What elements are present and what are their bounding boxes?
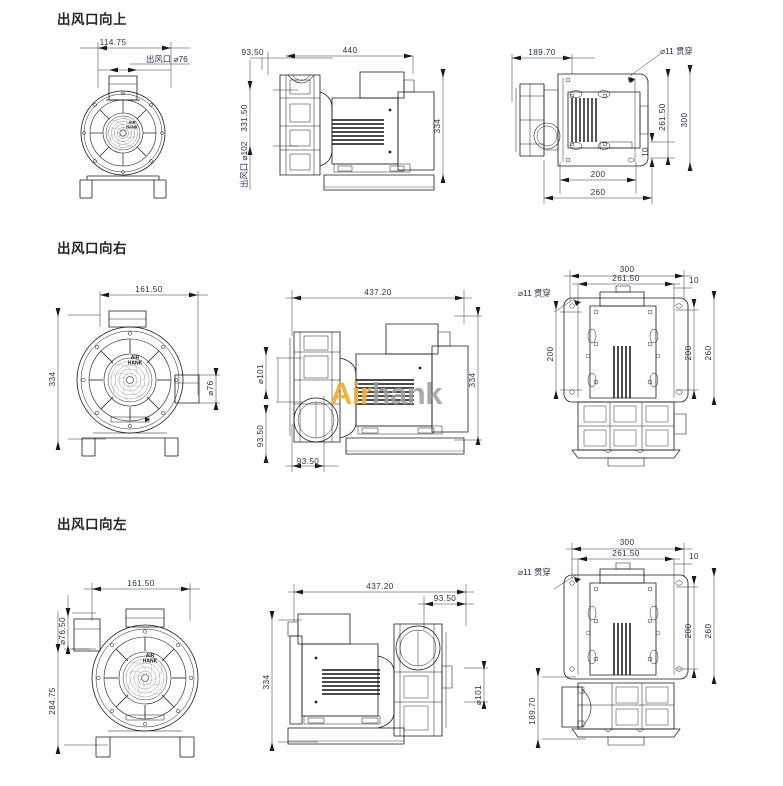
dim-300: 300 xyxy=(620,538,635,547)
dim-260: 260 xyxy=(704,624,713,639)
dim-331-50: 331.50 xyxy=(240,104,249,131)
view-outlet-left-top: 300 261.50 10 ⌀11 贯穿 200 260 189.70 xyxy=(516,533,771,758)
dim-300: 300 xyxy=(620,265,635,274)
dim-334: 334 xyxy=(48,372,57,387)
logo-air: AIR xyxy=(131,355,140,361)
view-outlet-right-top: 300 261.50 10 ⌀11 贯穿 200 200 260 xyxy=(516,258,771,478)
dim-114-75: 114.75 xyxy=(100,38,127,47)
dim-101: ⌀101 xyxy=(256,364,265,384)
dim-76-50: ⌀76.50 xyxy=(58,617,67,645)
dim-200: 200 xyxy=(684,624,693,639)
dim-161-50: 161.50 xyxy=(127,579,154,588)
dim-hole-11: ⌀11 贯穿 xyxy=(518,288,551,298)
dim-200-right: 200 xyxy=(684,346,693,361)
dim-93-50: 93.50 xyxy=(242,48,265,57)
dim-300: 300 xyxy=(680,113,689,128)
dim-76: ⌀76 xyxy=(206,380,215,395)
section-title-outlet-right: 出风口向右 xyxy=(57,241,127,256)
dim-260: 260 xyxy=(591,188,606,197)
dim-284-75: 284.75 xyxy=(48,687,57,714)
dim-261-50: 261.50 xyxy=(658,103,667,130)
dim-93-50: 93.50 xyxy=(434,594,457,603)
dim-161-50: 161.50 xyxy=(135,285,162,294)
dim-437-20: 437.20 xyxy=(364,288,391,297)
view-outlet-up-front: 114.75 出风口 ⌀76 AIR HANK xyxy=(40,28,240,208)
dim-437-20: 437.20 xyxy=(366,582,393,591)
dim-10: 10 xyxy=(689,276,699,285)
logo-hank: HANK xyxy=(128,361,143,367)
dim-334: 334 xyxy=(468,373,477,388)
view-outlet-up-side: 440 93.50 331.50 334 出风口 ⌀102 xyxy=(238,30,468,210)
dim-261-50: 261.50 xyxy=(612,274,639,283)
dim-440: 440 xyxy=(343,46,358,55)
dim-261-50: 261.50 xyxy=(612,549,639,558)
dim-334: 334 xyxy=(262,675,271,690)
view-outlet-right-side: 437.20 334 93.50 xyxy=(268,276,498,476)
logo-air: AIR xyxy=(128,120,135,125)
view-outlet-right-front-dims: ⌀101 93.50 xyxy=(244,347,284,468)
view-outlet-up-top: 189.70 ⌀11 贯穿 261.50 300 10 200 260 xyxy=(500,32,760,212)
logo-hank: HANK xyxy=(126,125,138,130)
dim-10: 10 xyxy=(689,552,699,561)
dim-10: 10 xyxy=(641,147,650,157)
dim-260: 260 xyxy=(704,346,713,361)
section-title-outlet-left: 出风口向左 xyxy=(57,517,127,532)
view-outlet-left-front: 161.50 ⌀76.50 284.75 AIR HANK xyxy=(38,565,253,765)
dim-outlet-102: 出风口 ⌀102 xyxy=(239,141,249,188)
section-title-outlet-up: 出风口向上 xyxy=(57,12,127,27)
view-outlet-right-front: 161.50 334 ⌀76 AIR HANK xyxy=(38,275,253,465)
dim-hole-11: ⌀11 贯穿 xyxy=(518,567,551,577)
dim-189-70: 189.70 xyxy=(528,697,537,724)
dim-hole-11: ⌀11 贯穿 xyxy=(660,46,693,56)
dim-93-50-v: 93.50 xyxy=(256,425,265,448)
dim-outlet-76: 出风口 ⌀76 xyxy=(146,54,188,64)
dim-101: ⌀101 xyxy=(474,685,483,705)
dim-200-left: 200 xyxy=(546,347,555,362)
dim-189-70: 189.70 xyxy=(528,48,555,57)
logo-hank: HANK xyxy=(143,659,158,665)
view-outlet-left-side: 437.20 93.50 334 ⌀101 xyxy=(258,570,498,765)
dim-200: 200 xyxy=(591,170,606,179)
logo-air: AIR xyxy=(146,653,155,659)
dim-93-50: 93.50 xyxy=(297,457,320,466)
dim-334: 334 xyxy=(433,119,442,134)
